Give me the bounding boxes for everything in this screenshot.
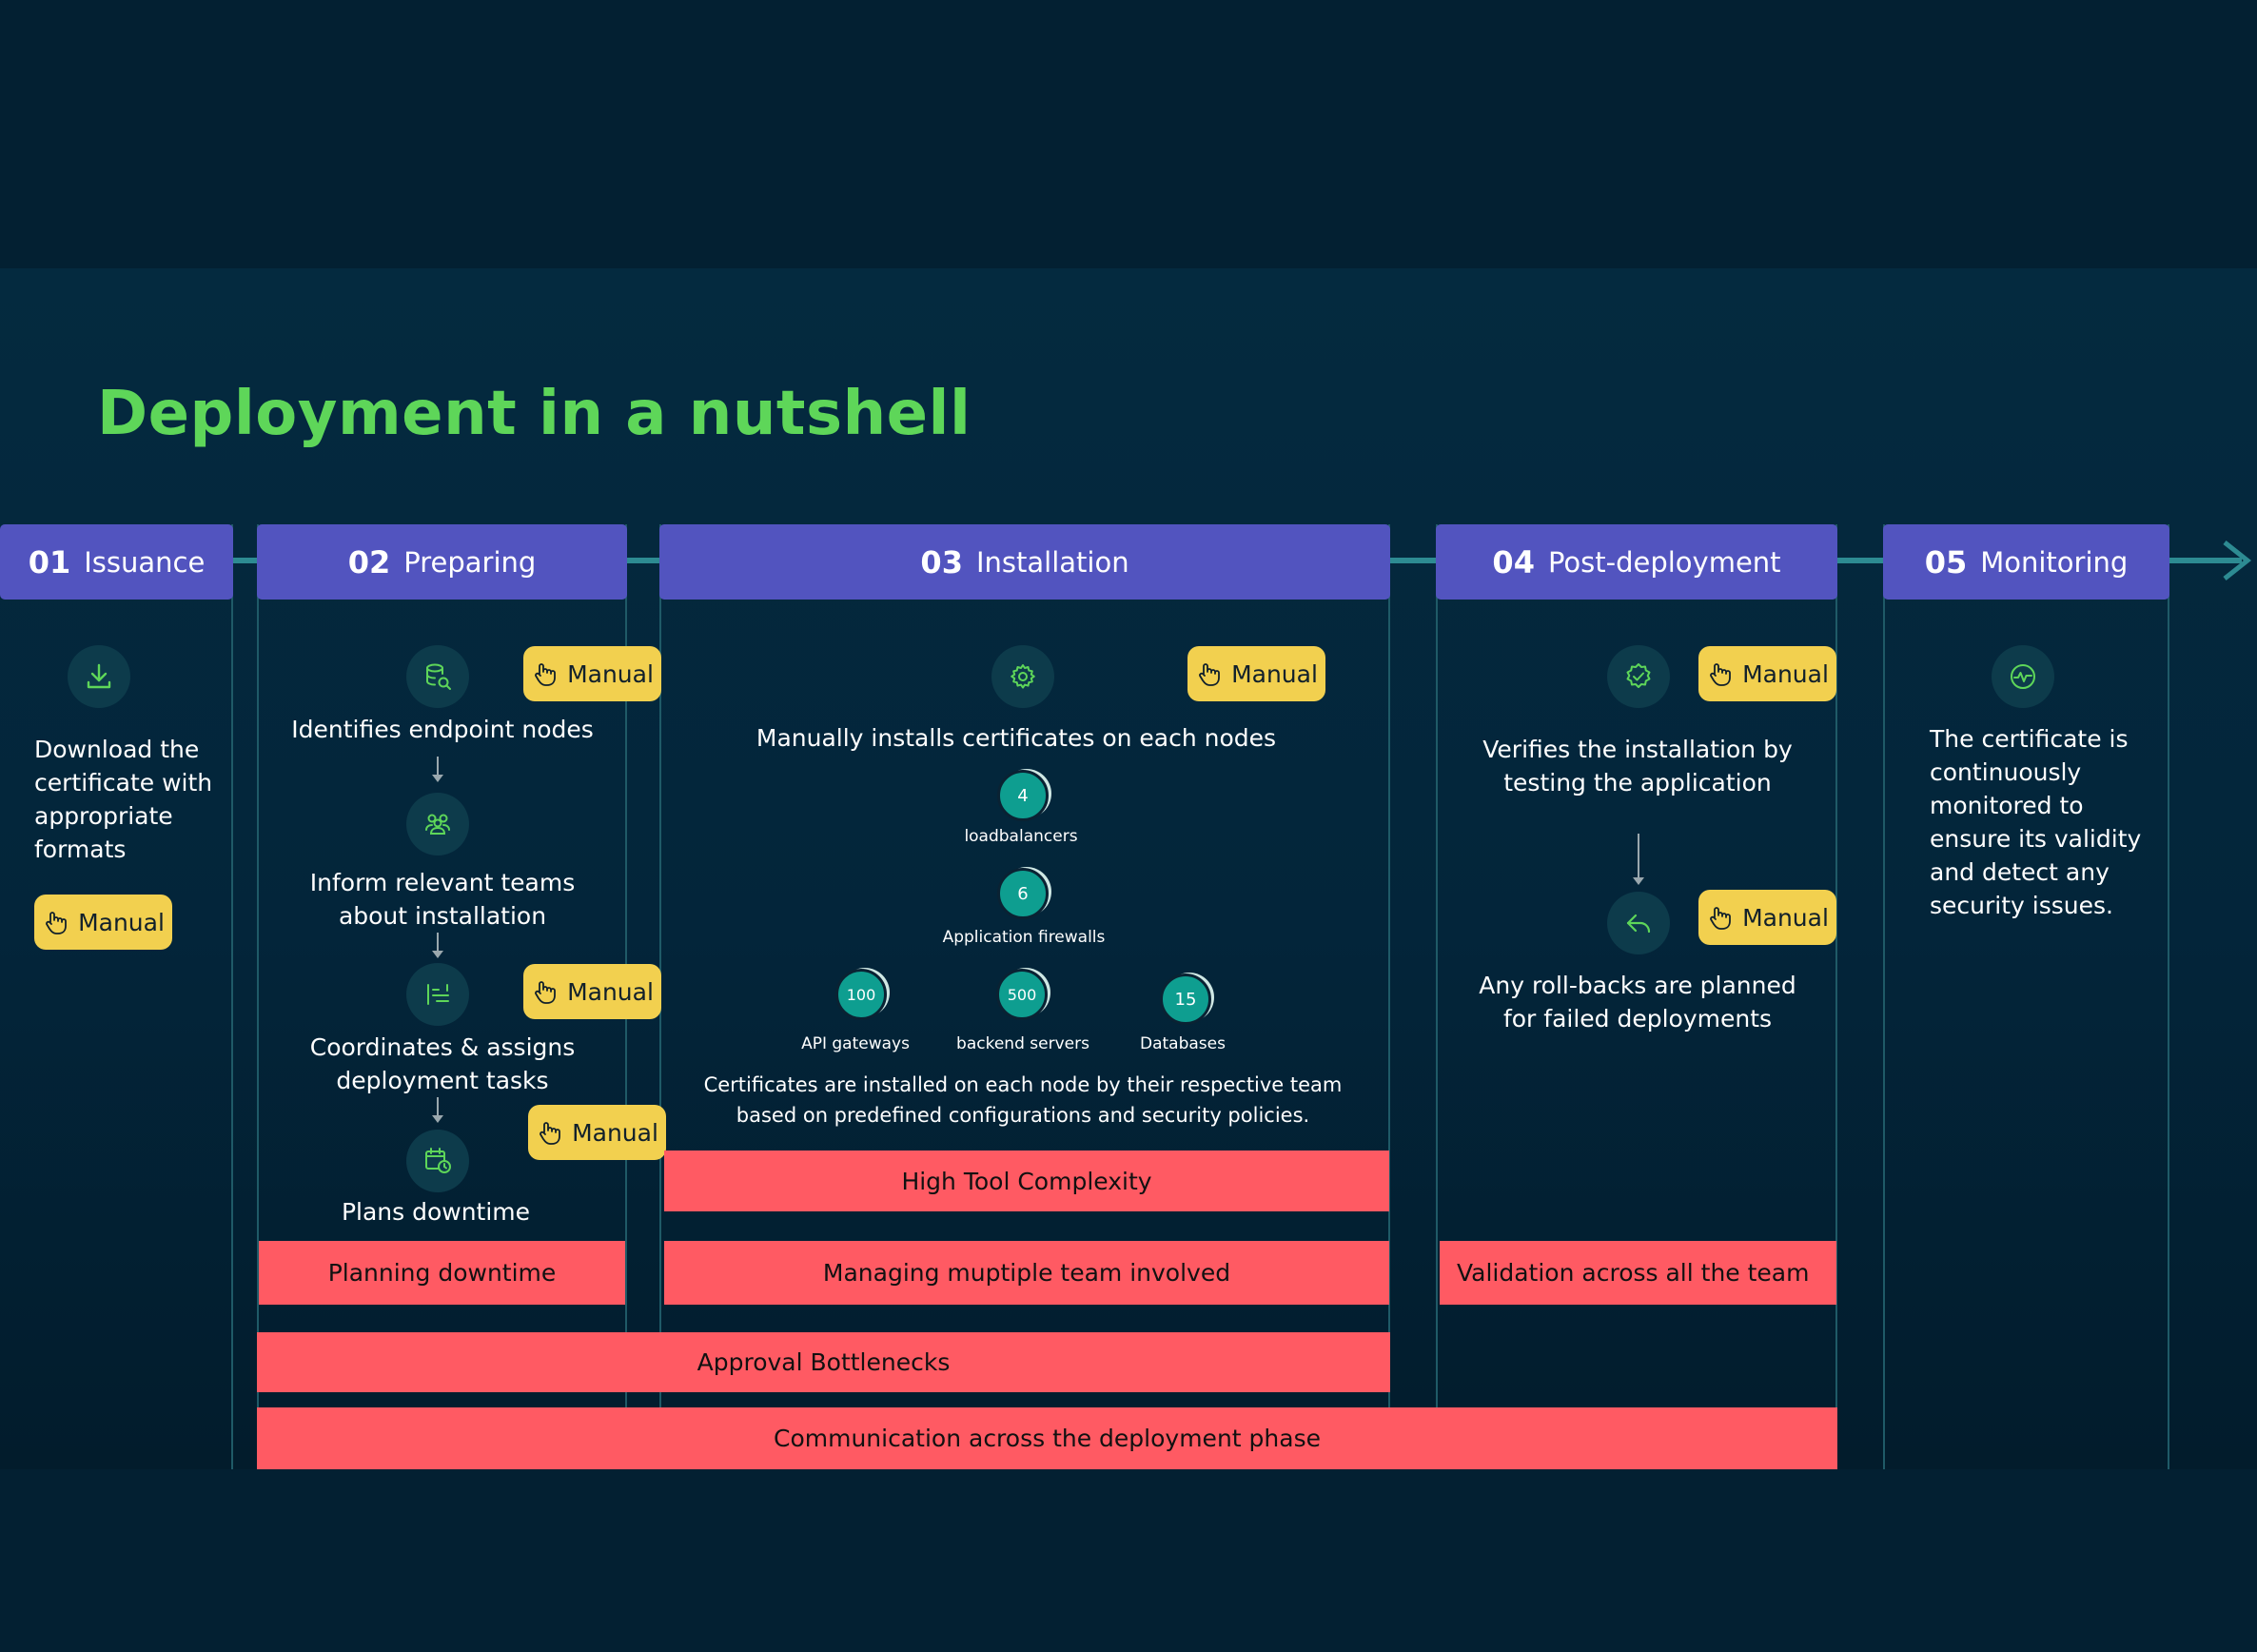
task-list-icon <box>406 963 469 1026</box>
challenge-managing-teams: Managing muptiple team involved <box>664 1241 1389 1305</box>
challenge-approval-bottlenecks: Approval Bottlenecks <box>257 1332 1390 1392</box>
node-count-databases: 15 <box>1160 974 1211 1025</box>
issuance-description: Download the certificate with appropriat… <box>34 736 213 863</box>
calendar-clock-icon <box>406 1130 469 1192</box>
stage-name: Installation <box>975 545 1129 579</box>
node-label-application-firewalls: Application firewalls <box>942 928 1106 947</box>
hand-pointer-icon <box>1710 663 1731 686</box>
stage-column-monitoring <box>1883 524 2169 1469</box>
team-icon <box>406 793 469 856</box>
node-count-backend-servers: 500 <box>996 969 1048 1020</box>
verified-badge-icon <box>1607 645 1670 708</box>
stage-name: Issuance <box>84 545 206 579</box>
node-count-api-gateways: 100 <box>835 969 887 1020</box>
manual-badge-coordinates: Manual <box>523 964 661 1019</box>
page-title: Deployment in a nutshell <box>97 379 971 449</box>
manual-badge-downtime: Manual <box>528 1105 666 1160</box>
stage-column-issuance <box>0 524 233 1469</box>
pulse-icon <box>1992 645 2054 708</box>
stage-number: 01 <box>28 543 71 580</box>
step-connector <box>432 933 443 958</box>
step-plans-downtime: Plans downtime <box>341 1198 531 1226</box>
manual-badge-rollbacks: Manual <box>1698 890 1836 945</box>
challenge-validation: Validation across all the team <box>1440 1241 1836 1305</box>
manual-badge-issuance: Manual <box>34 895 172 950</box>
manual-badge-verifies: Manual <box>1698 646 1836 701</box>
step-connector <box>432 757 443 782</box>
step-rollbacks: Any roll-backs are planned for failed de… <box>1479 972 1796 1032</box>
download-icon <box>68 645 130 708</box>
step-coordinates-tasks: Coordinates & assigns deployment tasks <box>309 1033 576 1094</box>
stage-number: 04 <box>1492 543 1535 580</box>
challenge-high-tool-complexity: High Tool Complexity <box>664 1150 1389 1211</box>
step-verifies-installation: Verifies the installation by testing the… <box>1482 736 1793 796</box>
stage-name: Monitoring <box>1980 545 2129 579</box>
hand-pointer-icon <box>46 912 67 934</box>
stage-number: 03 <box>920 543 963 580</box>
hand-pointer-icon <box>1710 907 1731 930</box>
stage-header-post-deployment: 04 Post-deployment <box>1436 524 1837 600</box>
installation-note: Certificates are installed on each node … <box>703 1073 1343 1127</box>
node-label-backend-servers: backend servers <box>956 1034 1089 1053</box>
installation-description: Manually installs certificates on each n… <box>756 724 1277 752</box>
step-connector <box>1633 834 1644 885</box>
hand-pointer-icon <box>535 663 556 686</box>
hand-pointer-icon <box>535 981 556 1004</box>
node-count-loadbalancers: 4 <box>997 770 1049 821</box>
timeline-arrow-icon <box>2223 541 2252 580</box>
step-identifies-endpoints: Identifies endpoint nodes <box>291 716 594 743</box>
node-label-databases: Databases <box>1140 1034 1226 1053</box>
hand-pointer-icon <box>1199 663 1220 686</box>
reply-icon <box>1607 892 1670 954</box>
gear-icon <box>991 645 1054 708</box>
manual-badge-identifies: Manual <box>523 646 661 701</box>
hand-pointer-icon <box>540 1122 560 1145</box>
node-count-application-firewalls: 6 <box>997 868 1049 919</box>
challenge-communication: Communication across the deployment phas… <box>257 1407 1837 1469</box>
step-inform-teams: Inform relevant teams about installation <box>309 869 576 930</box>
stage-header-installation: 03 Installation <box>659 524 1390 600</box>
stage-header-issuance: 01 Issuance <box>0 524 233 600</box>
step-connector <box>432 1097 443 1123</box>
stage-number: 05 <box>1924 543 1968 580</box>
stage-name: Preparing <box>403 545 537 579</box>
node-label-loadbalancers: loadbalancers <box>964 827 1078 846</box>
stage-header-monitoring: 05 Monitoring <box>1883 524 2169 600</box>
node-label-api-gateways: API gateways <box>801 1034 910 1053</box>
challenge-planning-downtime: Planning downtime <box>259 1241 625 1305</box>
stage-header-preparing: 02 Preparing <box>257 524 627 600</box>
stage-number: 02 <box>347 543 391 580</box>
database-search-icon <box>406 645 469 708</box>
monitoring-description: The certificate is continuously monitore… <box>1930 725 2142 919</box>
stage-name: Post-deployment <box>1547 545 1781 579</box>
stage-column-post-deployment <box>1436 524 1837 1469</box>
manual-badge-installation: Manual <box>1187 646 1325 701</box>
